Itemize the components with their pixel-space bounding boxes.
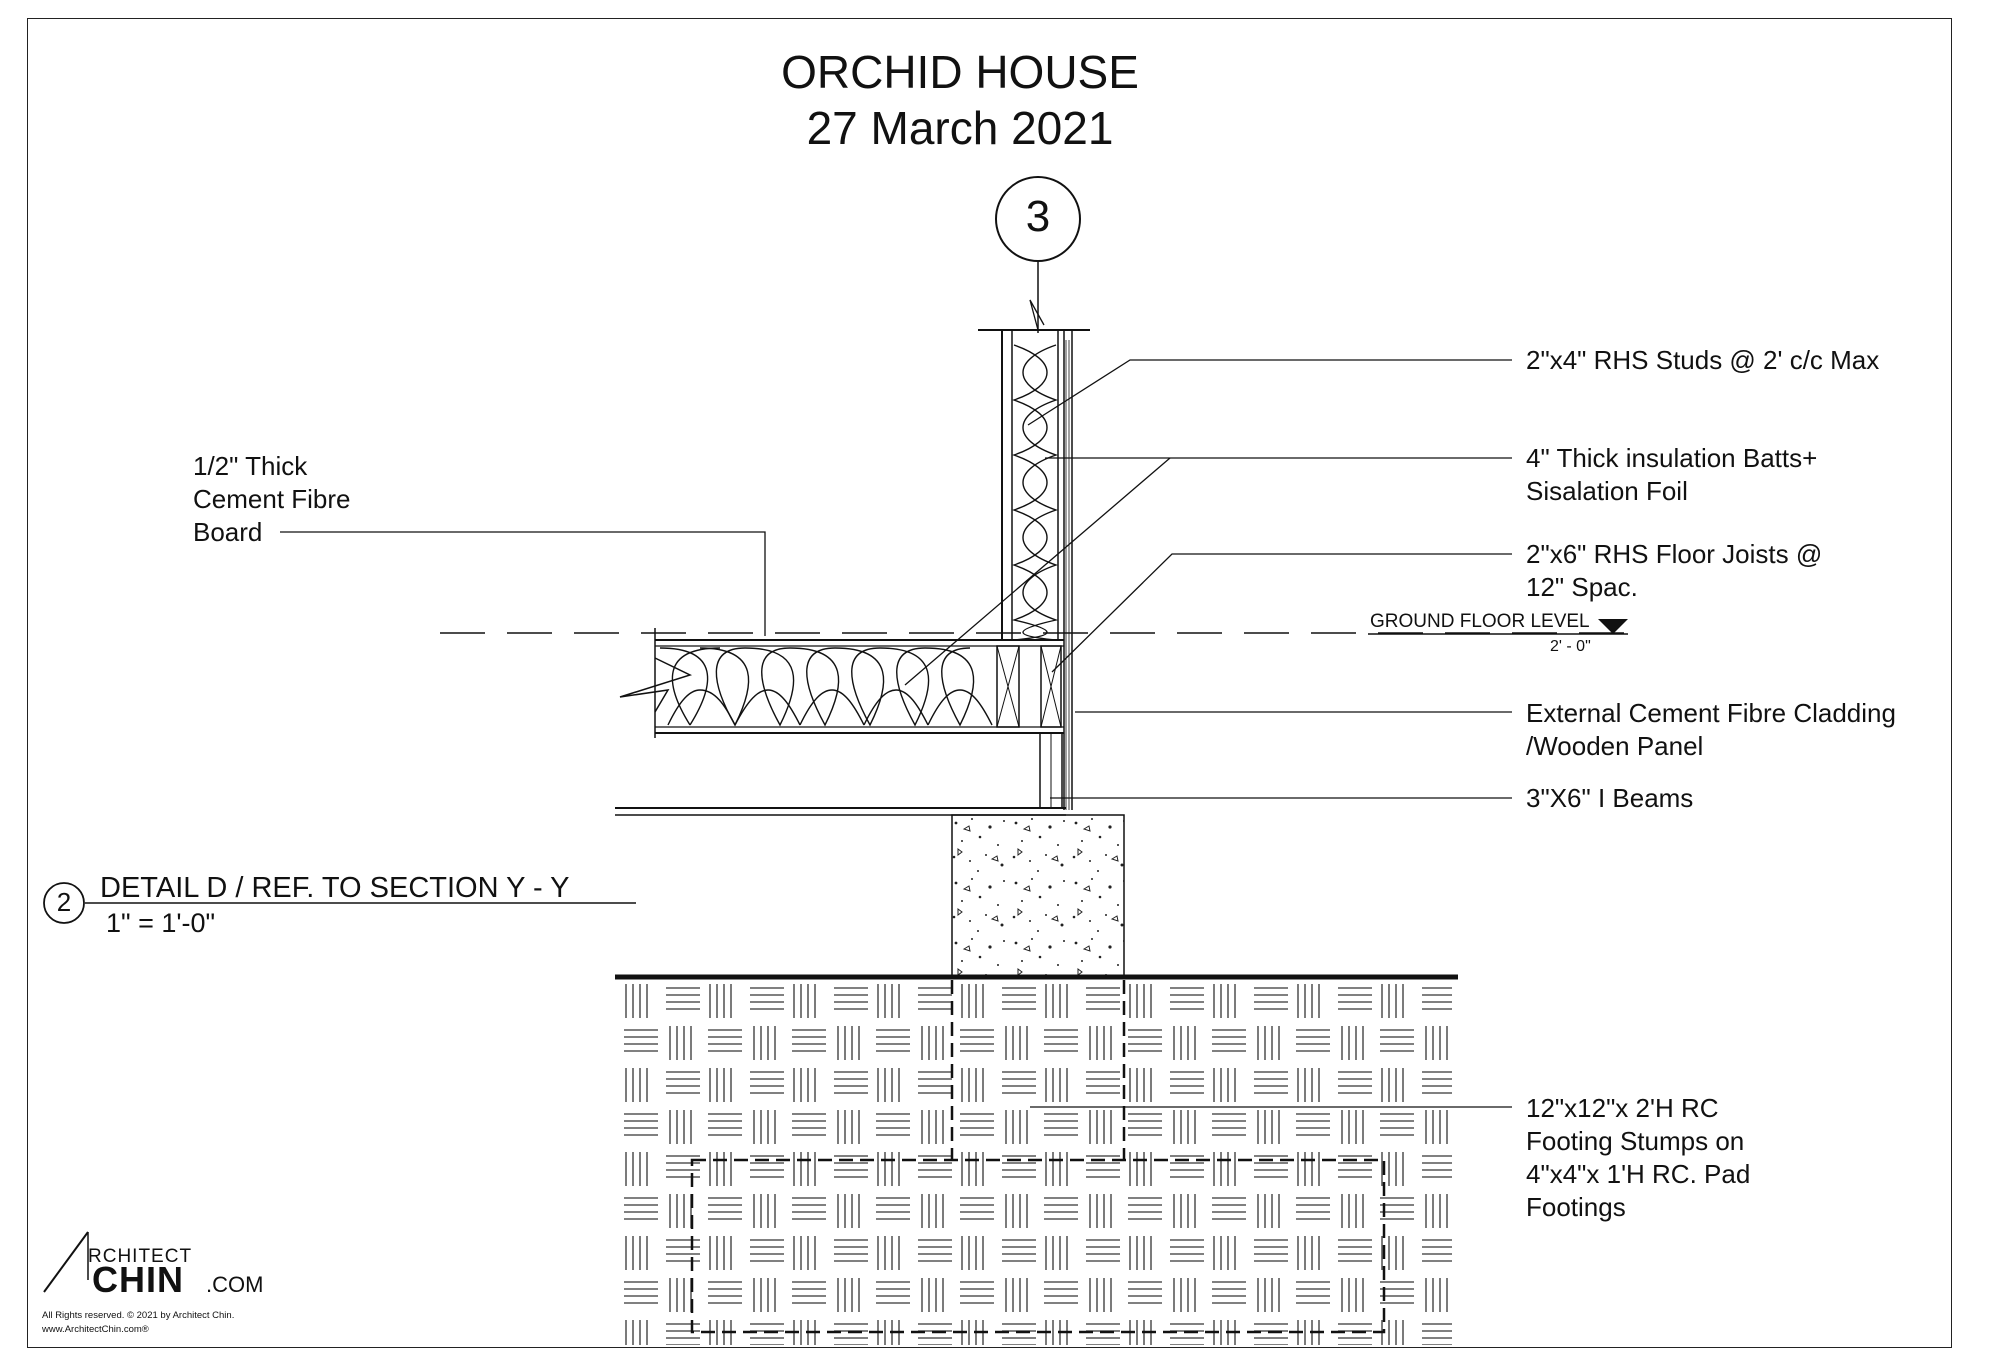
section-marker-number: 3 (1025, 192, 1051, 241)
detail-number-bubble (43, 882, 85, 924)
label-beams: 3"X6" I Beams (1526, 783, 1694, 813)
level-marker-icon (1598, 619, 1628, 634)
hidden-footing (690, 980, 1386, 1334)
label-board-line2: Cement Fibre (193, 484, 351, 514)
logo-main-text: CHIN (92, 1259, 184, 1300)
section-marker-bubble (995, 176, 1081, 262)
detail-title: DETAIL D / REF. TO SECTION Y - Y (100, 872, 570, 904)
label-board-line3: Board (193, 517, 263, 547)
ground-floor-level-value: 2' - 0" (1550, 638, 1591, 655)
drawing-title: ORCHID HOUSE (781, 46, 1139, 98)
ground-floor-level-label: GROUND FLOOR LEVEL (1370, 611, 1590, 632)
copyright-line1: All Rights reserved. © 2021 by Architect… (42, 1310, 235, 1321)
label-footing-line4: Footings (1526, 1192, 1626, 1222)
leader-lines (280, 299, 1512, 1108)
wall-insulation (1011, 344, 1059, 641)
logo-suffix-text: .COM (206, 1272, 264, 1297)
copyright-line2: www.ArchitectChin.com® (42, 1324, 149, 1335)
label-joists-line2: 12" Spac. (1526, 572, 1638, 602)
detail-scale: 1" = 1'-0" (106, 908, 216, 938)
label-footing-line3: 4"x4"x 1'H RC. Pad (1526, 1159, 1751, 1189)
logo-slash-icon (43, 1231, 89, 1293)
label-board-line1: 1/2" Thick (193, 451, 308, 481)
drawing-border (27, 18, 1952, 1348)
label-cladding-line2: /Wooden Panel (1526, 731, 1704, 761)
label-insulation-line1: 4" Thick insulation Batts+ (1526, 443, 1818, 473)
label-insulation-line2: Sisalation Foil (1526, 476, 1688, 506)
wall-assembly (1001, 330, 1073, 810)
label-footing-line1: 12"x12"x 2'H RC (1526, 1093, 1719, 1123)
label-footing-line2: Footing Stumps on (1526, 1126, 1745, 1156)
label-cladding-line1: External Cement Fibre Cladding (1526, 698, 1896, 728)
label-studs: 2"x4" RHS Studs @ 2' c/c Max (1526, 345, 1880, 375)
label-joists-line1: 2"x6" RHS Floor Joists @ (1526, 539, 1823, 569)
floor-insulation (659, 647, 993, 727)
drawing-date: 27 March 2021 (806, 102, 1114, 154)
concrete-stump (951, 814, 1125, 978)
detail-number: 2 (56, 887, 72, 917)
floor-assembly (615, 628, 1066, 816)
soil-hatch (622, 980, 1452, 1345)
logo-top-text: RCHITECT (88, 1246, 193, 1267)
